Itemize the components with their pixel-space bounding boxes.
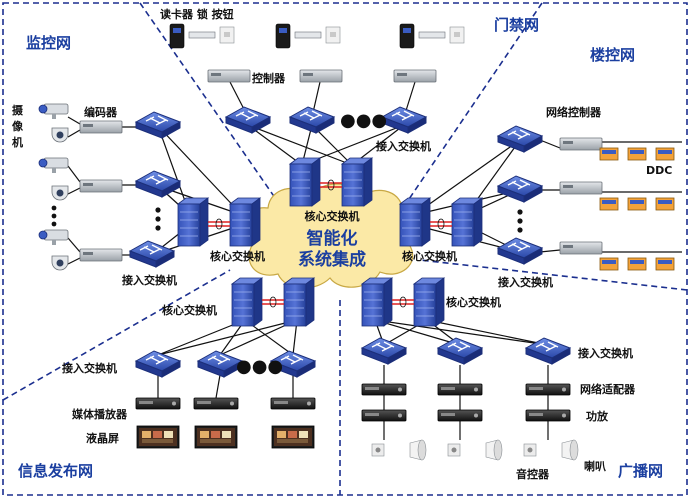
monitoring-devices — [38, 103, 123, 271]
label-controller: 控制器 — [252, 71, 286, 85]
zone-title-access-control: 门禁网 — [494, 16, 539, 34]
label-camera-2: 像 — [12, 119, 24, 133]
label-camera-3: 机 — [12, 135, 23, 149]
info-release-devices — [135, 397, 316, 449]
zone-title-building-control: 楼控网 — [590, 46, 635, 64]
label-core-switch-left: 核心交换机 — [210, 249, 265, 263]
label-core-switch-right: 核心交换机 — [402, 249, 457, 263]
label-media-player: 媒体播放器 — [71, 407, 128, 421]
zone-title-monitoring: 监控网 — [26, 34, 71, 52]
core-switch-left — [177, 197, 261, 247]
ellipsis-top: ●●● — [340, 110, 387, 131]
access-control-devices — [169, 23, 465, 83]
label-access-switch-bottom-right: 接入交换机 — [578, 346, 633, 360]
label-access-switch-bottom-left: 接入交换机 — [62, 361, 117, 375]
cloud-title-line1: 智能化 — [307, 228, 358, 249]
label-core-switch-bottom-right: 核心交换机 — [446, 295, 501, 309]
broadcast-devices — [361, 383, 579, 461]
label-reader-group: 读卡器 锁 按钮 — [160, 7, 234, 21]
cloud-title-line2: 系统集成 — [298, 249, 366, 270]
label-network-adapter: 网络适配器 — [580, 382, 636, 396]
core-switch-right — [399, 197, 483, 247]
ellipsis-left-vertical — [155, 207, 161, 231]
label-amplifier: 功放 — [586, 409, 609, 423]
label-access-switch-left: 接入交换机 — [122, 273, 177, 287]
core-switch-bottom-right — [361, 277, 445, 327]
label-ddc: DDC — [646, 164, 672, 177]
ellipsis-camera-vertical — [51, 205, 57, 227]
core-switch-top — [289, 157, 373, 207]
label-access-switch-right: 接入交换机 — [498, 275, 553, 289]
zone-title-broadcast: 广播网 — [618, 462, 663, 480]
label-access-switch-top: 接入交换机 — [376, 139, 431, 153]
ellipsis-right-vertical — [517, 209, 523, 233]
label-network-controller: 网络控制器 — [546, 105, 602, 119]
label-core-switch-bottom-left: 核心交换机 — [162, 303, 217, 317]
label-volume-controller: 音控器 — [516, 467, 550, 481]
label-encoder: 编码器 — [84, 105, 118, 119]
building-control-devices — [559, 137, 675, 271]
zone-title-info-release: 信息发布网 — [18, 462, 93, 480]
core-switch-bottom-left — [231, 277, 315, 327]
ellipsis-bottom-left: ●●● — [236, 356, 283, 377]
cloud-core-label: 核心交换机 — [305, 209, 360, 223]
label-camera-1: 摄 — [12, 103, 24, 117]
integration-cloud: 核心交换机 智能化 系统集成 — [245, 183, 423, 289]
label-speaker: 喇叭 — [584, 459, 606, 473]
label-lcd: 液晶屏 — [86, 431, 119, 445]
